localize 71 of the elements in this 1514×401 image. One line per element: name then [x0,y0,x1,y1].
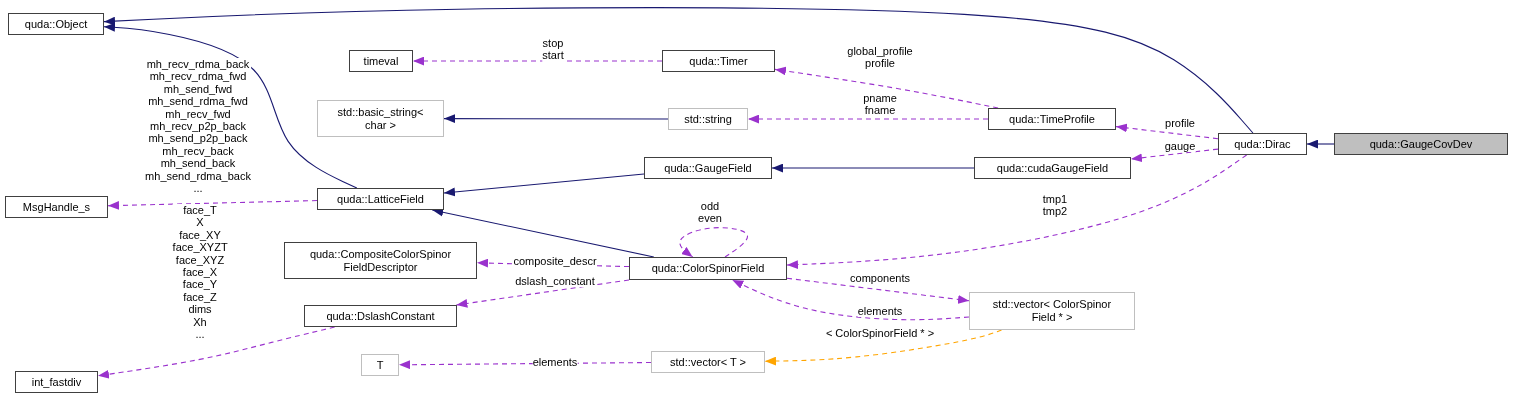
dashed-arrow [786,277,970,304]
edge-label: composite_descr [513,255,597,268]
dashed-arrow [97,326,336,379]
class-name: quda::TimeProfile [1009,112,1095,126]
edge-label: profile [1165,117,1195,130]
edge-label: global_profile profile [847,45,913,70]
class-box [1218,133,1307,155]
edge-label: elements [857,305,903,318]
arrow [103,23,358,189]
class-box [317,100,444,137]
arrow [103,7,1254,134]
class-box [349,50,413,72]
class-name: quda::GaugeCovDev [1369,137,1473,151]
class-box [969,292,1135,330]
arrow [431,208,655,258]
class-name: MsgHandle_s [22,200,91,214]
dashed-arrow [455,279,630,308]
dashed-arrow [774,66,999,109]
class-box [15,371,98,393]
edge-label: mh_recv_rdma_back mh_recv_rdma_fwd mh_send_fwd mh_send_rdma_fwd mh_recv_fwd mh_recv_p2p_back mh_send_p2p_back mh_recv_back mh_send_back mh_send_rdma_back ... [145,58,251,195]
arrow [1306,139,1335,149]
dashed-arrow [412,56,663,66]
class-name: quda::CompositeColorSpinor FieldDescriptor [308,247,453,274]
dashed-arrow [747,114,989,124]
class-box [361,354,399,376]
dashed-arrow [786,154,1248,269]
class-name: std::vector< ColorSpinor Field * > [991,298,1113,324]
class-box [5,196,108,218]
class-name: quda::cudaGaugeField [996,161,1109,175]
class-name: quda::Dirac [1234,137,1291,151]
dashed-arrow [107,200,318,210]
class-name: int_fastdiv [31,375,82,389]
class-name: std::vector< T > [670,355,746,369]
dashed-arrow [731,279,970,321]
class-box [974,157,1131,179]
class-name: T [376,358,384,372]
class-box [304,305,457,327]
edge-label: face_T X face_XY face_XYZT face_XYZ face_X face_Y face_Z dims Xh ... [172,204,228,341]
dashed-arrow [679,227,749,258]
class-box [8,13,104,35]
dashed-arrow [1115,123,1219,140]
edge-label: < ColorSpinorField * > [825,327,935,340]
arrow [443,173,645,197]
edge-label: tmp1 tmp2 [1042,193,1068,218]
arrow [771,163,975,173]
class-name: quda::Timer [689,54,748,68]
class-name: timeval [363,54,399,68]
class-box [317,188,444,210]
class-box [662,50,775,72]
edge-label: odd even [698,200,722,225]
edge-label: components [850,272,910,285]
class-name: quda::GaugeField [664,161,752,175]
edge-label: elements [532,356,578,369]
class-name: std::string [684,112,732,126]
class-box [284,242,477,279]
class-name: quda::ColorSpinorField [651,262,765,275]
edge-label: stop start [542,37,564,62]
class-name: quda::LatticeField [337,192,424,206]
class-name: std::basic_string< char > [336,105,425,132]
dashed-arrow [764,329,1003,366]
dashed-arrow [1130,148,1219,163]
class-name: quda::DslashConstant [326,309,435,323]
edge-label: dslash_constant [515,275,595,288]
class-box [988,108,1116,130]
class-box [651,351,765,373]
class-name: quda::Object [24,17,88,31]
class-box [644,157,772,179]
class-box [1334,133,1508,155]
class-box [629,257,787,280]
arrow [443,114,669,123]
class-box [668,108,748,130]
